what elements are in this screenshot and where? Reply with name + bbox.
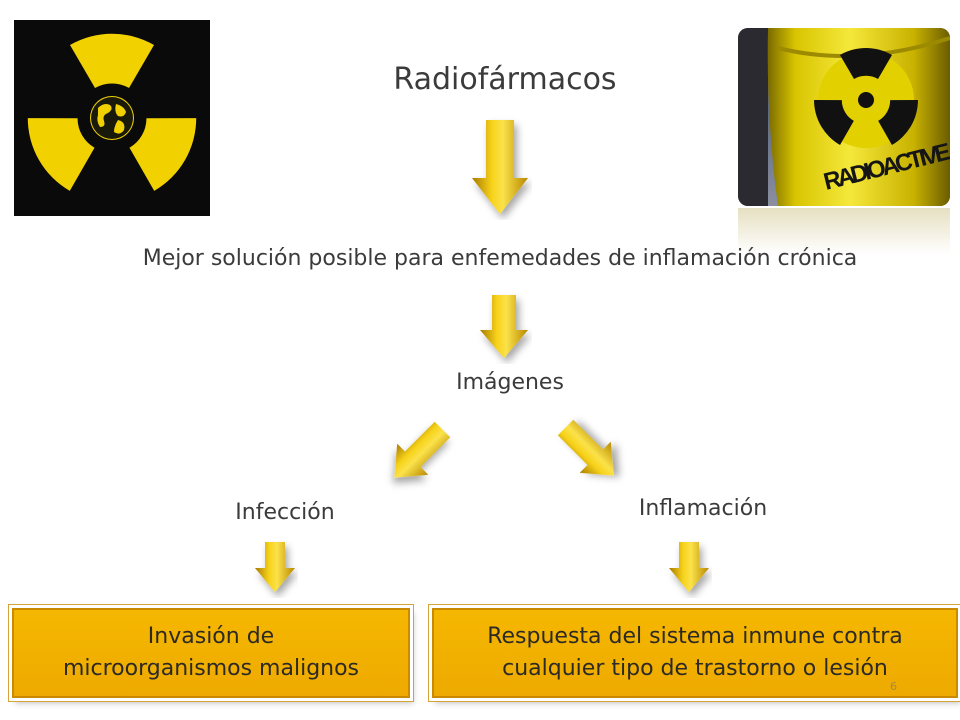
infeccion-definition-line1: Invasión de [147,624,275,649]
arrow-down-small-right [669,542,709,592]
infeccion-label: Infección [235,500,335,525]
inflamacion-label: Inflamación [638,496,768,521]
radioactive-barrel-image: RADIOACTIVE [738,28,950,254]
inflamacion-definition-line2: cualquier tipo de trastorno o lesión [502,656,888,681]
imagenes-label: Imágenes [456,370,564,395]
arrow-down-medium [480,295,528,358]
slide-title: Radiofármacos [393,62,617,97]
arrow-down-large [472,120,528,214]
infeccion-definition-box: Invasión de microorganismos malignos [12,608,410,698]
slide-number: 6 [890,680,897,693]
inflamacion-definition-line1: Respuesta del sistema inmune contra [487,624,903,649]
solution-statement: Mejor solución posible para enfemedades … [142,246,858,271]
infeccion-definition-line2: microorganismos malignos [62,656,360,681]
inflamacion-definition-box: Respuesta del sistema inmune contra cual… [432,608,958,698]
arrow-diagonal-left [394,421,451,478]
arrow-down-small-left [255,542,295,592]
arrow-diagonal-right [557,419,614,476]
radiation-globe-image [14,20,210,216]
